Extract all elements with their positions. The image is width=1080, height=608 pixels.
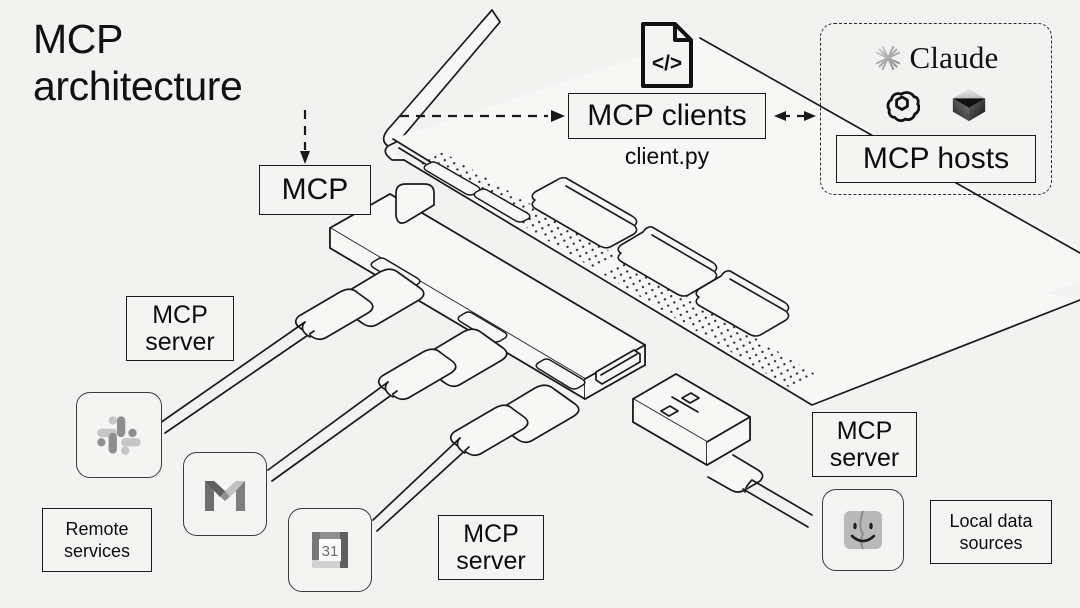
- host-logos-row: [820, 86, 1052, 124]
- page-title: MCP architecture: [33, 16, 243, 109]
- cursor-cube-logo-icon: [952, 88, 986, 122]
- remote-services-box[interactable]: Remote services: [42, 508, 152, 572]
- mcp-server-box-calendar[interactable]: MCP server: [438, 515, 544, 580]
- mcp-hosts-group: [820, 23, 1052, 195]
- macos-finder-app-icon[interactable]: [822, 489, 904, 571]
- mcp-hosts-box[interactable]: MCP hosts: [836, 135, 1036, 183]
- claude-wordmark: Claude: [909, 40, 999, 75]
- slack-app-icon[interactable]: [76, 392, 162, 478]
- mcp-server-box-slack[interactable]: MCP server: [126, 296, 234, 361]
- gmail-logo-icon: [205, 481, 245, 511]
- claude-brand-row: Claude: [820, 40, 1052, 76]
- client-py-label: client.py: [624, 143, 710, 169]
- svg-text:</>: </>: [652, 52, 682, 75]
- openai-logo-icon: [886, 91, 920, 123]
- code-file-icon: </>: [641, 22, 693, 88]
- mcp-server-box-finder[interactable]: MCP server: [812, 412, 917, 477]
- calendar-logo-icon: 31: [312, 532, 348, 568]
- google-calendar-app-icon[interactable]: 31: [288, 508, 372, 592]
- calendar-day-number: 31: [322, 543, 339, 560]
- claude-sunburst-icon: [875, 44, 902, 72]
- mcp-clients-box[interactable]: MCP clients: [568, 93, 766, 139]
- slack-logo-icon: [97, 416, 141, 455]
- mcp-label-box[interactable]: MCP: [259, 165, 371, 215]
- local-data-sources-box[interactable]: Local data sources: [930, 500, 1052, 564]
- finder-face-icon: [844, 510, 882, 550]
- gmail-app-icon[interactable]: [183, 452, 267, 536]
